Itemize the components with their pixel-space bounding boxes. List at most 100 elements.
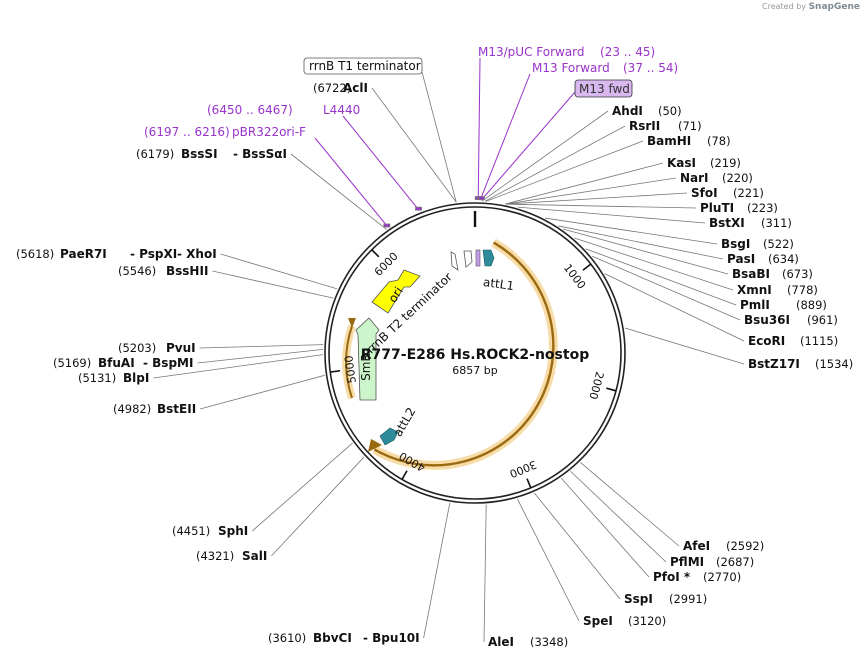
leader-afei <box>580 462 680 547</box>
site-position: (3120) <box>628 614 666 628</box>
site-position: (5618) <box>16 247 54 261</box>
site-bfuai[interactable]: (5169)BfuAI- BspMI <box>53 356 193 370</box>
site-position: (6179) <box>136 147 174 161</box>
site-bsgi[interactable]: BsgI(522) <box>721 237 794 251</box>
tick-label-1000: 1000 <box>561 262 588 292</box>
site-bsssi[interactable]: (6179)BssSI- BssSαI <box>136 147 287 161</box>
site-acli[interactable]: (6722)AclI <box>313 81 368 95</box>
site-bstxi[interactable]: BstXI (311) <box>709 216 792 230</box>
site-bbvci[interactable]: (3610)BbvCI- Bpu10I <box>268 631 420 645</box>
site-name: BstZ17I <box>748 357 800 371</box>
site-position: (673) <box>782 267 813 281</box>
primer-l4440-range: (6450 .. 6467) <box>207 103 293 117</box>
sites-left: (6722)AclI (6179)BssSI- BssSαI (5618)PaeR7… <box>16 81 420 645</box>
tick-label-4000: 4000 <box>397 449 428 474</box>
site-position: (5203) <box>118 341 156 355</box>
site-position: (71) <box>678 119 702 133</box>
primer-m13-puc-forward: M13/pUC Forward <box>478 45 585 59</box>
leader-pmli <box>585 248 737 306</box>
site-name: PflMI <box>670 555 704 569</box>
site-name: EcoRI <box>748 334 785 348</box>
leader-pflmi <box>570 470 667 563</box>
attl1-arrow <box>482 249 495 267</box>
primer-mark-3 <box>415 206 422 211</box>
primer-m13-forward-range: (37 .. 54) <box>623 61 678 75</box>
primer-m13-fwd-box <box>574 79 633 98</box>
tick-label-2000: 2000 <box>586 370 606 400</box>
site-alei[interactable]: AleI(3348) <box>488 635 568 649</box>
site-name: SspI <box>624 592 653 606</box>
site-position: (2770) <box>703 570 741 584</box>
site-name: KasI <box>667 156 696 170</box>
leader-xmni <box>574 237 734 291</box>
leader-spei <box>517 498 580 622</box>
leader-bsgi <box>544 217 718 245</box>
site-pflmi[interactable]: PflMI (2687) <box>670 555 754 569</box>
site-xmni[interactable]: XmnI(778) <box>737 283 818 297</box>
sites-right: AhdI(50)RsrII(71)BamHI(78) KasI (219)NarI(… <box>488 104 853 649</box>
tick-mark-2000 <box>606 387 617 392</box>
leader-bfuai <box>197 348 324 364</box>
site-name: BlpI <box>123 371 149 385</box>
site-sfoi[interactable]: SfoI(221) <box>691 186 764 200</box>
leader-kasi <box>505 162 664 205</box>
site-position: (889) <box>796 298 827 312</box>
site-spei[interactable]: SpeI(3120) <box>583 614 666 628</box>
site-name: BsgI <box>721 237 750 251</box>
site-name: BstXI <box>709 216 745 230</box>
tick-mark-5000 <box>330 369 341 373</box>
site-pmli[interactable]: PmlI (889) <box>740 298 827 312</box>
primer-mark-2 <box>477 196 485 201</box>
site-nari[interactable]: NarI(220) <box>680 171 753 185</box>
site-name: PmlI <box>740 298 770 312</box>
primer-binding-bar <box>475 249 481 267</box>
site-afei[interactable]: AfeI(2592) <box>683 539 764 553</box>
site-name: BssHII <box>166 264 208 278</box>
site-position: (78) <box>707 134 731 148</box>
tick-mark-3000 <box>526 478 532 489</box>
site-position: (2687) <box>716 555 754 569</box>
site-pfoi[interactable]: PfoI *(2770) <box>653 570 741 584</box>
site-blpi[interactable]: (5131)BlpI <box>78 371 149 385</box>
site-rsrii[interactable]: RsrII(71) <box>629 119 702 133</box>
site-bsu36i[interactable]: Bsu36I(961) <box>744 313 838 327</box>
leader-bsteii <box>200 374 325 410</box>
site-sali[interactable]: (4321)SalI <box>196 549 267 563</box>
site-sspi[interactable]: SspI (2991) <box>624 592 707 606</box>
small-feature-left <box>450 251 459 271</box>
site-position: (311) <box>761 216 792 230</box>
site-ahdi[interactable]: AhdI(50) <box>612 104 682 118</box>
site-position: (634) <box>768 252 799 266</box>
site-sphi[interactable]: (4451)SphI <box>172 524 248 538</box>
site-kasi[interactable]: KasI (219) <box>667 156 741 170</box>
site-position: (219) <box>710 156 741 170</box>
smr-arrow <box>355 317 380 401</box>
leader-nari <box>505 177 677 205</box>
leader-ahdi <box>481 110 609 202</box>
site-name: BstEII <box>157 402 196 416</box>
site-pluti[interactable]: PluTI(223) <box>700 201 778 215</box>
site-position: (5169) <box>53 356 91 370</box>
site-bsabi[interactable]: BsaBI(673) <box>732 267 813 281</box>
leader-bstxi <box>517 206 706 224</box>
site-pasi[interactable]: PasI(634) <box>727 252 799 266</box>
smr-label: SmR <box>359 353 373 381</box>
site-bstz17i[interactable]: BstZ17I (1534) <box>748 357 853 371</box>
site-position: (961) <box>807 313 838 327</box>
site-name: AfeI <box>683 539 710 553</box>
site-bamhi[interactable]: BamHI(78) <box>647 134 731 148</box>
site-bsteii[interactable]: (4982) BstEII <box>113 402 196 416</box>
backbone-inner <box>328 206 622 500</box>
site-position: (2991) <box>669 592 707 606</box>
site-position: (3610) <box>268 631 306 645</box>
primer-pbr322ori-range: (6197 .. 6216) <box>144 125 230 139</box>
site-name: XmnI <box>737 283 772 297</box>
site-bsshii[interactable]: (5546)BssHII <box>118 264 208 278</box>
site-name-3: - XhoI <box>177 247 217 261</box>
site-pvui[interactable]: (5203)PvuI <box>118 341 196 355</box>
site-paer7i[interactable]: (5618)PaeR7I- PspXI- XhoI <box>16 247 217 261</box>
site-position: (1534) <box>815 357 853 371</box>
leader-bbvci <box>423 502 451 639</box>
site-ecori[interactable]: EcoRI(1115) <box>748 334 838 348</box>
site-position: (4982) <box>113 402 151 416</box>
